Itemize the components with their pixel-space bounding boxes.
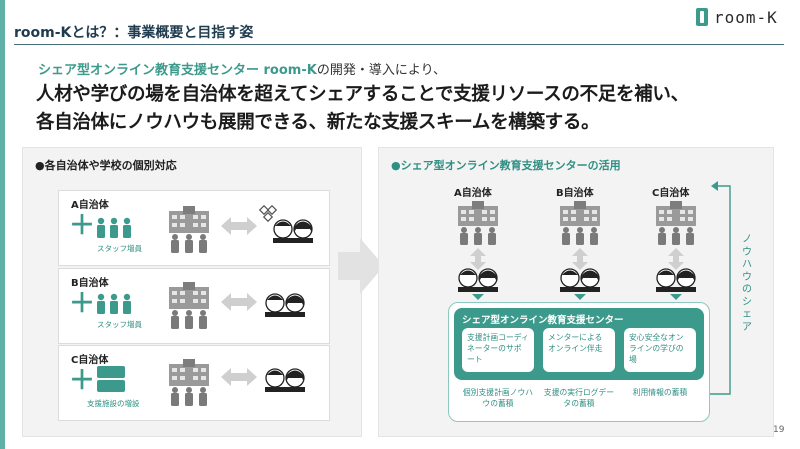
puzzle-icon: [259, 205, 277, 223]
knowhow-share-label: ノウハウのシェア: [742, 234, 752, 333]
shared-center-title: シェア型オンライン教育支援センター: [462, 315, 624, 326]
left-panel-title: ●各自治体や学校の個別対応: [35, 159, 177, 172]
municipality-icons: [457, 201, 697, 300]
case-label: A自治体: [71, 200, 109, 211]
case-label: C自治体: [71, 355, 109, 366]
lead-intro-accent: シェア型オンライン教育支援センター room-K: [38, 63, 317, 78]
case-label: B自治体: [71, 278, 109, 289]
case-box-b: B自治体 ＋ スタッフ増員: [58, 268, 330, 344]
staff-icons: [97, 293, 131, 314]
accumulation-log-data: 支援の実行ログデータの蓄積: [543, 388, 615, 408]
two-way-arrow-icon: [221, 368, 257, 386]
logo-text: room-K: [714, 7, 778, 27]
children-icon: [265, 368, 305, 392]
case-box-a: A自治体 ＋ スタッフ増員: [58, 190, 330, 266]
accumulation-plan-knowhow: 個別支援計画ノウハウの蓄積: [462, 388, 534, 408]
plus-icon: ＋: [69, 366, 96, 396]
service-card-safe-space: 安心安全なオンラインの学びの場: [624, 328, 696, 372]
lead-headline-2: 各自治体にノウハウも展開できる、新たな支援スキームを構築する。: [36, 112, 600, 133]
school-building-icon: [169, 206, 209, 253]
school-building-icon: [169, 282, 209, 329]
municipality-label-a: A自治体: [454, 188, 492, 199]
case-sub: 支援施設の増設: [87, 399, 140, 408]
service-card-mentor: メンターによるオンライン伴走: [543, 328, 615, 372]
lead-intro: シェア型オンライン教育支援センター room-Kの開発・導入により、: [38, 59, 446, 78]
facility-icon: [97, 366, 125, 392]
plus-icon: ＋: [69, 211, 96, 241]
case-box-c: C自治体 ＋ 支援施設の増設: [58, 345, 330, 421]
page-title: room-Kとは？：事業概要と目指す姿: [14, 25, 254, 41]
page-number: 19: [773, 425, 785, 435]
case-sub: スタッフ増員: [97, 244, 142, 253]
staff-icons: [97, 217, 131, 238]
two-way-arrow-icon: [221, 293, 257, 311]
case-sub: スタッフ増員: [97, 320, 142, 329]
right-panel-title: ●シェア型オンライン教育支援センターの活用: [391, 159, 621, 172]
header-divider: [14, 44, 784, 45]
lead-intro-rest: の開発・導入により、: [316, 63, 447, 78]
municipality-label-b: B自治体: [556, 188, 594, 199]
service-card-coordinator: 支援計画コーディネーターのサポート: [462, 328, 534, 372]
lead-headline-1: 人材や学びの場を自治体を超えてシェアすることで支援リソースの不足を補い、: [36, 84, 689, 105]
municipality-label-c: C自治体: [652, 188, 690, 199]
transition-arrow-icon: [338, 238, 384, 294]
children-icon: [265, 293, 305, 317]
children-icon: [273, 219, 313, 243]
two-way-arrow-icon: [221, 217, 257, 235]
school-building-icon: [169, 359, 209, 406]
logo: room-K: [696, 4, 778, 30]
share-loop-arrow-icon: [710, 181, 731, 395]
room-k-logo-icon: [696, 8, 708, 26]
plus-icon: ＋: [69, 289, 96, 319]
accumulation-usage-info: 利用情報の蓄積: [632, 388, 688, 397]
left-accent-strip: [0, 0, 5, 449]
